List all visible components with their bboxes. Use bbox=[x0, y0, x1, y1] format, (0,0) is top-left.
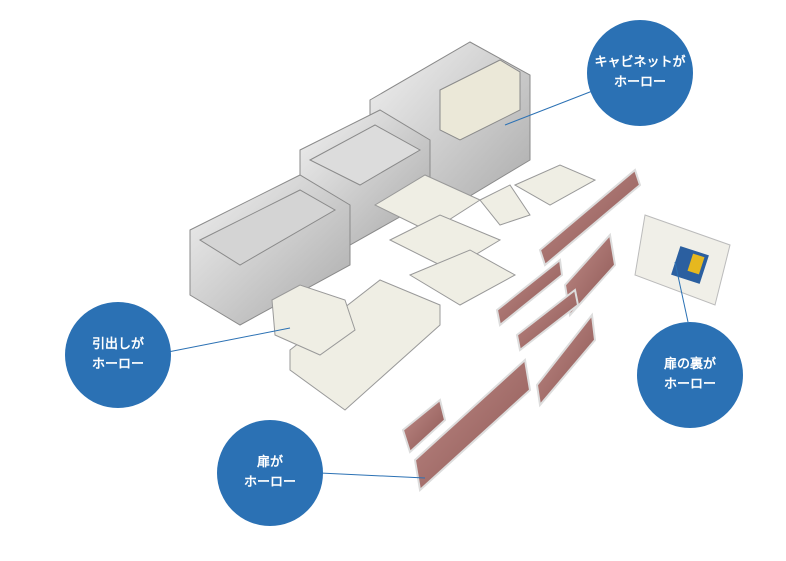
callout-drawer-line2: ホーロー bbox=[91, 357, 144, 372]
cabinet-frames bbox=[189, 41, 531, 326]
callout-drawer-line1: 引出しが bbox=[91, 337, 144, 352]
callout-door-back-line1: 扉の裏が bbox=[663, 357, 716, 372]
callout-door-line1: 扉が bbox=[256, 455, 283, 470]
callout-door-back-line2: ホーロー bbox=[663, 377, 716, 392]
callout-cabinet-line1: キャビネットが bbox=[594, 55, 686, 70]
door-back-panel bbox=[634, 214, 731, 306]
callout-cabinet-line2: ホーロー bbox=[613, 75, 666, 90]
callout-door: 扉が ホーロー bbox=[217, 420, 323, 526]
callout-drawer: 引出しが ホーロー bbox=[65, 302, 171, 408]
callout-lines bbox=[167, 89, 689, 479]
drawers bbox=[271, 164, 597, 411]
doors bbox=[401, 168, 642, 492]
callout-door-line2: ホーロー bbox=[243, 475, 296, 490]
callout-cabinet: キャビネットが ホーロー bbox=[587, 20, 693, 126]
callout-door-back: 扉の裏が ホーロー bbox=[637, 322, 743, 428]
